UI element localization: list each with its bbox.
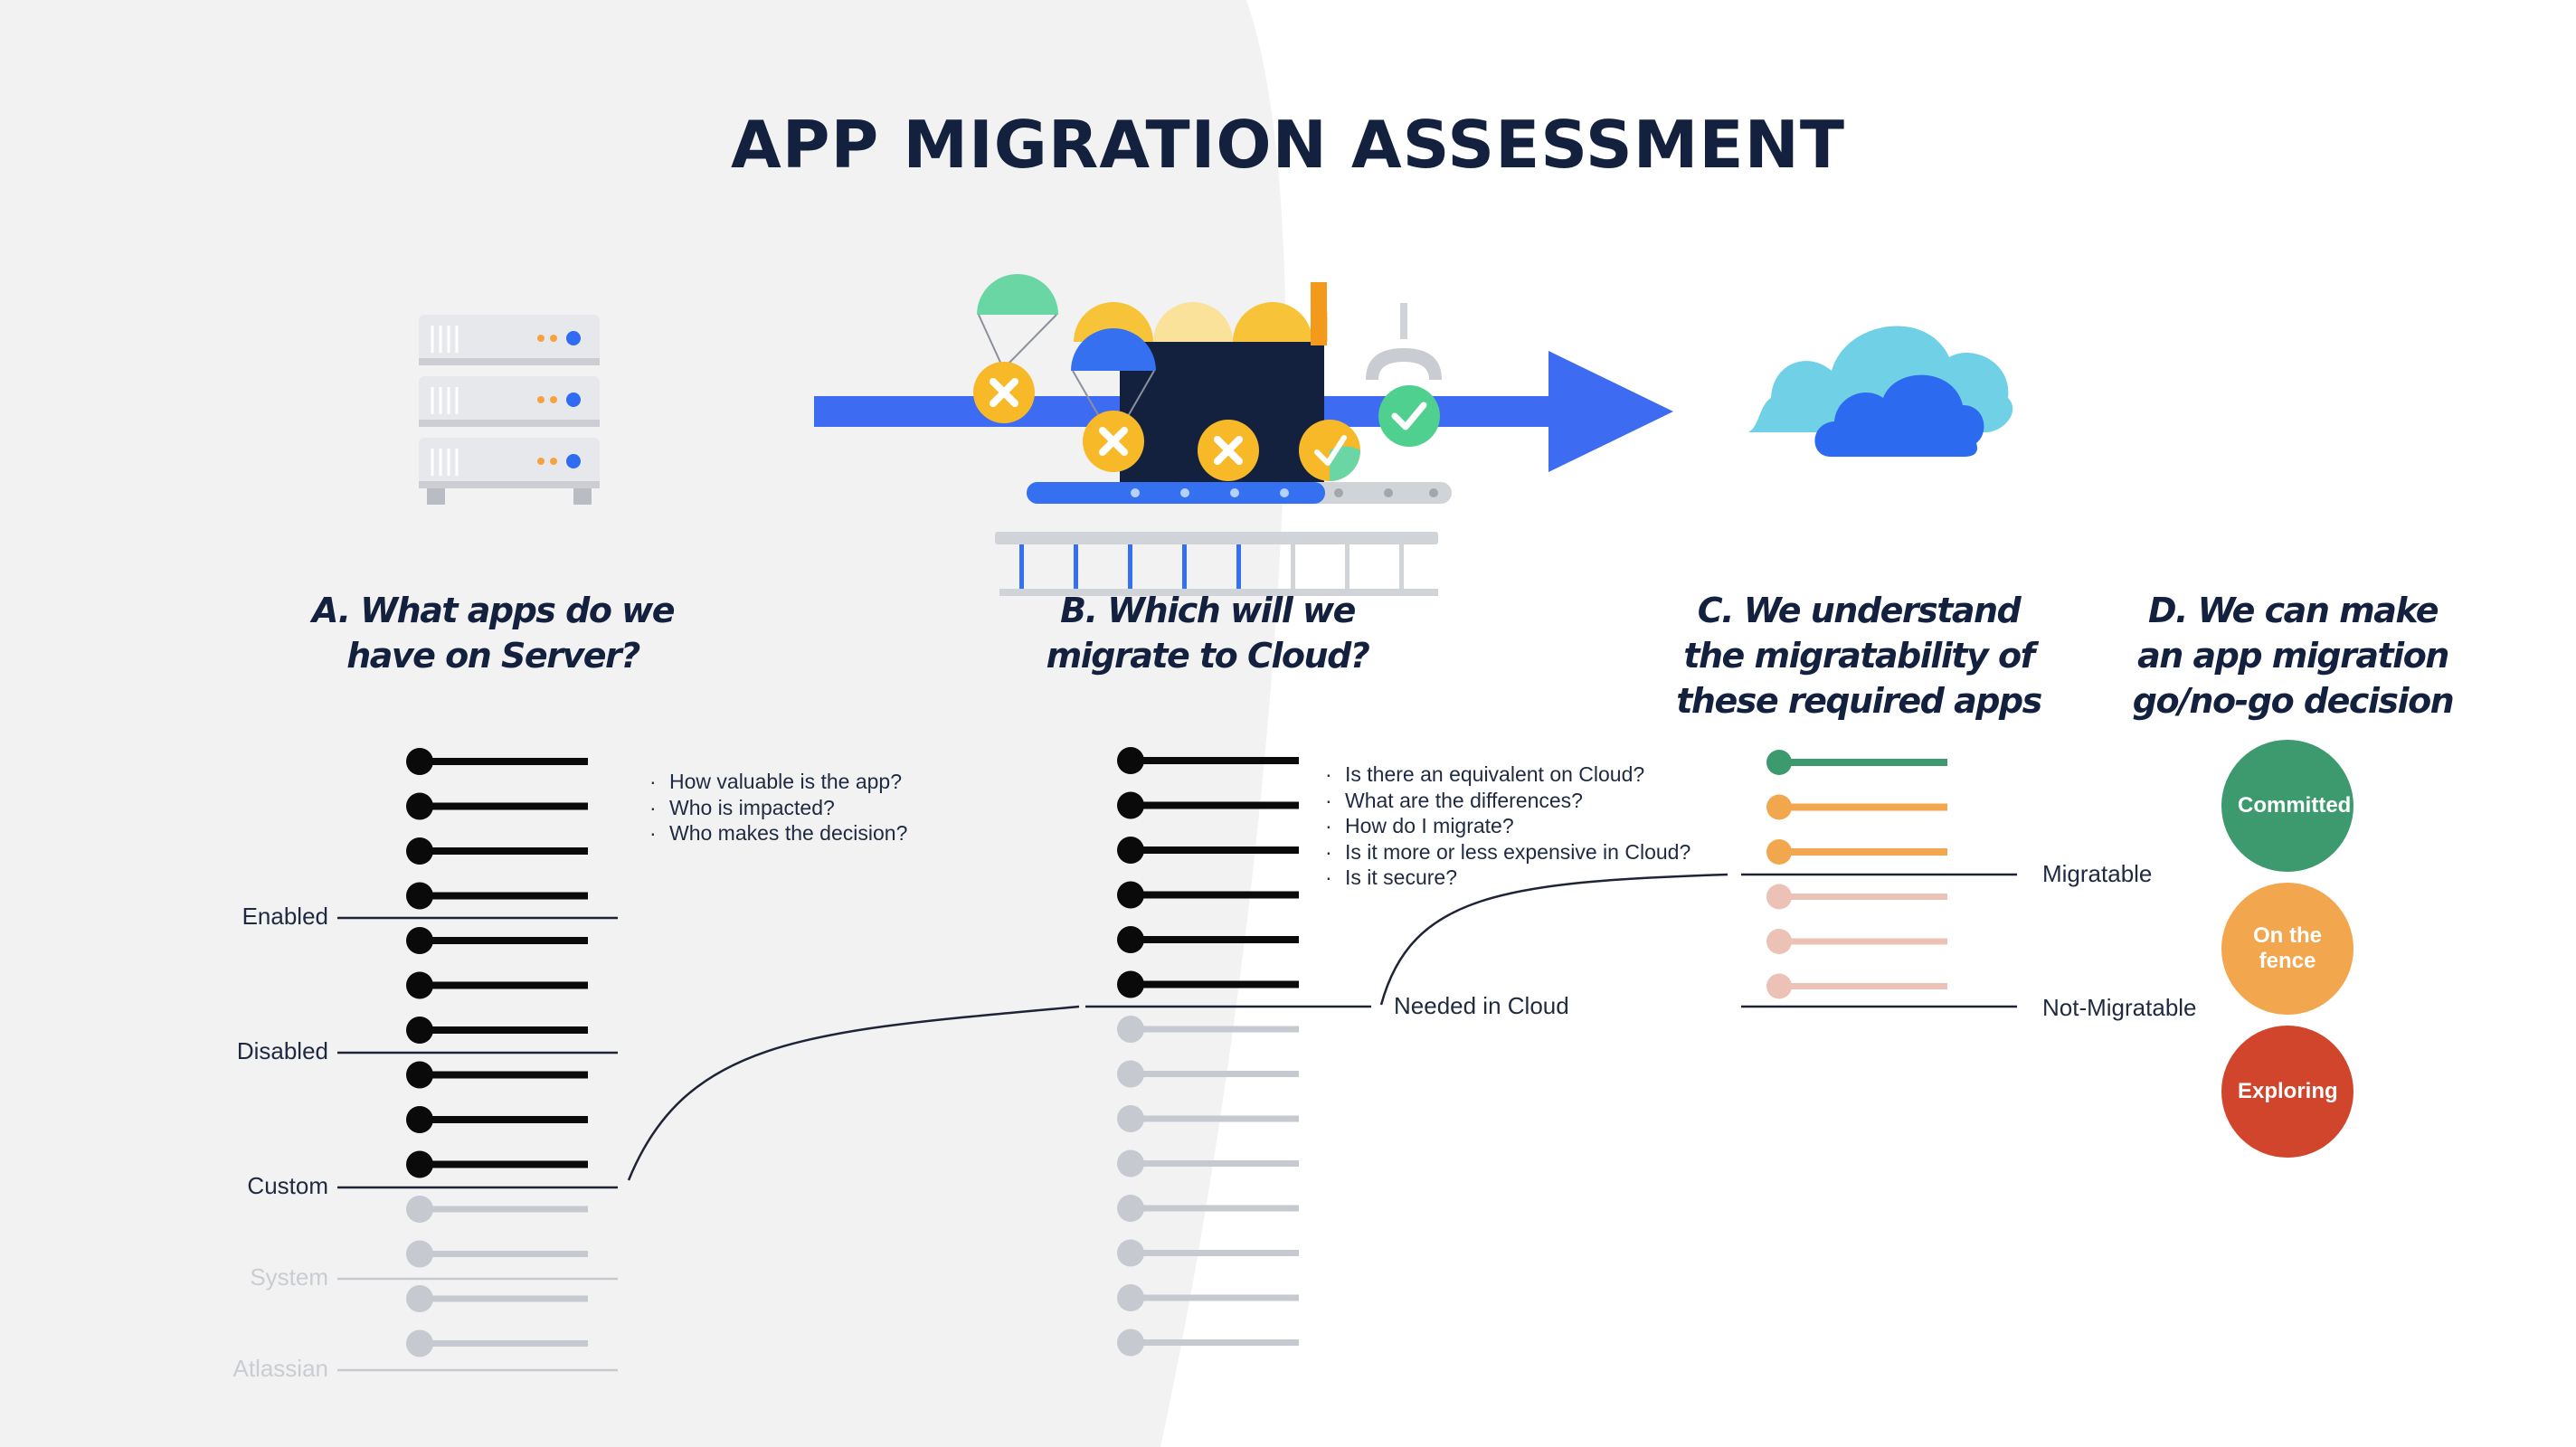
app-track-active: [406, 1061, 588, 1089]
heading-c-line3: these required apps: [1676, 681, 2042, 721]
divider-lines-faded: [337, 1277, 618, 1372]
heading-a-line2: have on Server?: [346, 636, 640, 676]
app-track-active: [1117, 837, 1299, 864]
decision-exploring-label: Exploring: [2238, 1079, 2338, 1103]
label-custom: Custom: [247, 1172, 328, 1199]
app-track-active: [1117, 747, 1299, 774]
label-system: System: [250, 1263, 328, 1291]
app-track-inactive: [1117, 1284, 1299, 1311]
app-track-active: [406, 1017, 588, 1044]
app-track-active: [406, 748, 588, 775]
question-item: How valuable is the app?: [649, 769, 907, 795]
conveyor-factory-icon: [973, 274, 1452, 596]
label-enabled: Enabled: [242, 903, 328, 930]
question-item: Who is impacted?: [649, 795, 907, 821]
list-a-tracks: [406, 748, 588, 1357]
app-track-inactive: [406, 1285, 588, 1312]
decision-committed-label: Committed: [2238, 793, 2352, 818]
app-track-active: [1117, 970, 1299, 998]
app-track-inactive: [406, 1240, 588, 1268]
question-item: Who makes the decision?: [649, 820, 907, 846]
heading-b-line2: migrate to Cloud?: [1046, 636, 1370, 676]
app-track-inactive: [1117, 1149, 1299, 1177]
question-item: Is it secure?: [1325, 865, 1690, 891]
label-atlassian: Atlassian: [232, 1355, 329, 1382]
cloud-icon: [1748, 326, 2013, 457]
heading-d-line3: go/no-go decision: [2132, 681, 2455, 721]
app-track-active: [1117, 881, 1299, 909]
app-track-active: [406, 1150, 588, 1178]
question-item: Is it more or less expensive in Cloud?: [1325, 839, 1690, 865]
decision-fence-badge: On the fence: [2221, 883, 2353, 1015]
heading-b-line1: B. Which will we: [1060, 591, 1356, 630]
server-icon: [419, 315, 600, 505]
heading-step-a: A. What apps do we have on Server?: [298, 588, 687, 678]
label-disabled: Disabled: [236, 1037, 328, 1064]
list-b-tracks: [1117, 747, 1299, 1357]
heading-c-line1: C. We understand: [1697, 591, 2022, 630]
heading-step-d: D. We can make an app migration go/no-go…: [2094, 588, 2492, 724]
heading-step-c: C. We understand the migratability of th…: [1660, 588, 2058, 724]
app-track-migratable: [1766, 839, 1947, 865]
divider-lines: [337, 873, 2017, 1189]
label-needed-in-cloud: Needed in Cloud: [1394, 992, 1569, 1019]
app-track-active: [406, 1106, 588, 1133]
heading-a-line1: A. What apps do we: [311, 591, 676, 630]
app-track-migratable: [1766, 794, 1947, 820]
app-track-inactive: [406, 1329, 588, 1357]
app-track-inactive: [1117, 1105, 1299, 1132]
decision-committed-badge: Committed: [2221, 740, 2353, 872]
app-track-active: [406, 882, 588, 910]
app-track-not-migratable: [1766, 884, 1947, 910]
questions-list-a: How valuable is the app? Who is impacted…: [649, 769, 907, 846]
app-track-inactive: [1117, 1239, 1299, 1267]
heading-d-line2: an app migration: [2137, 636, 2449, 676]
app-track-inactive: [1117, 1329, 1299, 1357]
question-item: How do I migrate?: [1325, 813, 1690, 839]
app-track-not-migratable: [1766, 973, 1947, 999]
decision-exploring-badge: Exploring: [2221, 1026, 2353, 1158]
app-track-active: [1117, 926, 1299, 953]
app-track-active: [406, 971, 588, 999]
heading-c-line2: the migratability of: [1683, 636, 2035, 676]
app-track-active: [406, 837, 588, 865]
page-title: APP MIGRATION ASSESSMENT: [731, 107, 1845, 183]
heading-step-b: B. Which will we migrate to Cloud?: [1013, 588, 1402, 678]
app-track-inactive: [1117, 1016, 1299, 1043]
app-track-active: [1117, 791, 1299, 819]
app-track-inactive: [1117, 1060, 1299, 1088]
app-track-inactive: [1117, 1195, 1299, 1222]
app-track-active: [406, 927, 588, 954]
app-track-inactive: [406, 1196, 588, 1223]
decision-fence-label: On the fence: [2253, 923, 2322, 973]
heading-d-line1: D. We can make: [2147, 591, 2439, 630]
label-migratable: Migratable: [2042, 860, 2153, 887]
label-not-migratable: Not-Migratable: [2042, 994, 2197, 1021]
questions-list-b: Is there an equivalent on Cloud? What ar…: [1325, 761, 1690, 891]
app-track-not-migratable: [1766, 929, 1947, 954]
app-track-migratable: [1766, 750, 1947, 775]
question-item: What are the differences?: [1325, 788, 1690, 814]
background-gray-panel: [0, 0, 1286, 1447]
app-track-active: [406, 792, 588, 820]
question-item: Is there an equivalent on Cloud?: [1325, 761, 1690, 788]
list-c-tracks: [1766, 750, 1947, 999]
